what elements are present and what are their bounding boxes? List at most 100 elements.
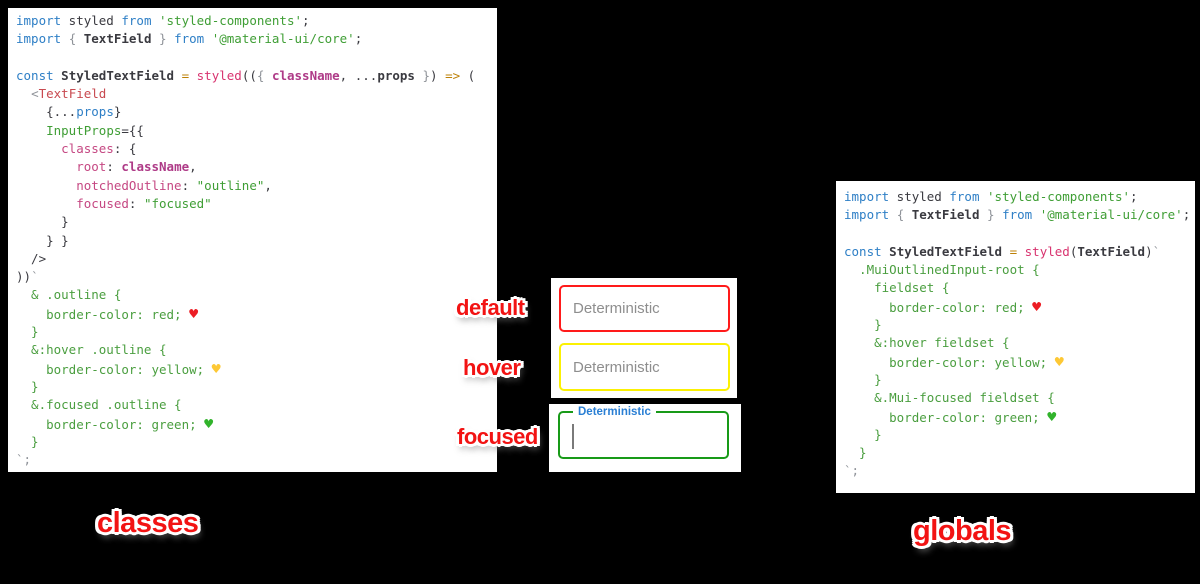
code-token: { bbox=[256, 67, 272, 83]
code-token: border-color: green; bbox=[844, 409, 1048, 425]
code-line: } bbox=[844, 316, 1187, 334]
code-line: } bbox=[16, 213, 489, 231]
textfield-focused-input[interactable] bbox=[560, 413, 727, 457]
code-token: from bbox=[1002, 207, 1033, 223]
code-token: { bbox=[896, 207, 912, 223]
code-line: fieldset { bbox=[844, 279, 1187, 297]
code-line: } bbox=[844, 371, 1187, 389]
code-token: const bbox=[16, 67, 54, 83]
code-token: ; bbox=[302, 13, 310, 28]
code-line: {...props} bbox=[16, 103, 489, 121]
textfield-default-input[interactable] bbox=[561, 287, 728, 330]
code-token: InputProps bbox=[46, 122, 122, 138]
code-token: TextField bbox=[83, 31, 152, 47]
code-line: root: className, bbox=[16, 158, 489, 176]
code-line: InputProps={{ bbox=[16, 122, 489, 140]
code-token bbox=[16, 86, 31, 101]
code-token: from bbox=[174, 31, 205, 47]
heart-green-icon: ♥ bbox=[204, 414, 214, 433]
code-token: StyledTextField bbox=[61, 67, 175, 83]
code-token: } bbox=[844, 445, 867, 461]
code-token: {... bbox=[16, 104, 77, 120]
code-token: } bbox=[844, 371, 882, 387]
code-token: focused bbox=[76, 195, 129, 211]
textfield-focused[interactable]: Deterministic bbox=[558, 405, 729, 459]
code-token: } bbox=[113, 104, 122, 120]
code-line: classes: { bbox=[16, 140, 489, 158]
code-line: import styled from 'styled-components'; bbox=[844, 188, 1187, 206]
code-line bbox=[16, 49, 489, 67]
code-token: border-color: red; bbox=[844, 299, 1033, 315]
code-token bbox=[1017, 244, 1025, 259]
code-token: 'styled-components' bbox=[159, 13, 303, 28]
caption-classes: classes bbox=[97, 507, 199, 539]
code-token: : bbox=[181, 177, 197, 193]
code-token: } bbox=[16, 214, 69, 230]
code-token: 'styled-components' bbox=[987, 189, 1131, 204]
code-token: .MuiOutlinedInput-root { bbox=[844, 262, 1040, 278]
code-token: } bbox=[16, 378, 39, 394]
code-token: , bbox=[264, 177, 272, 193]
code-line: } } bbox=[16, 232, 489, 250]
code-line: border-color: green; ♥ bbox=[844, 408, 1187, 426]
code-token bbox=[16, 178, 76, 193]
code-token: '@material-ui/core' bbox=[1039, 207, 1183, 223]
code-token: ; bbox=[354, 31, 363, 47]
textfield-default[interactable] bbox=[559, 285, 730, 332]
code-token: const bbox=[844, 243, 882, 259]
heart-yellow-icon: ♥ bbox=[1054, 352, 1064, 371]
code-token: , ... bbox=[339, 67, 378, 83]
code-line: &.Mui-focused fieldset { bbox=[844, 389, 1187, 407]
code-line: } bbox=[16, 433, 489, 451]
code-token: &:hover .outline { bbox=[16, 342, 167, 358]
code-line: border-color: red; ♥ bbox=[844, 298, 1187, 316]
code-token bbox=[61, 31, 69, 46]
code-token: { bbox=[68, 31, 84, 47]
code-panel-globals: import styled from 'styled-components';i… bbox=[836, 181, 1195, 493]
code-token bbox=[204, 31, 212, 46]
code-line: const StyledTextField = styled(TextField… bbox=[844, 243, 1187, 261]
code-token: /> bbox=[16, 250, 47, 266]
code-token: styled bbox=[61, 13, 122, 28]
code-token: '@material-ui/core' bbox=[211, 31, 355, 47]
code-token: styled bbox=[1024, 243, 1070, 259]
code-token: < bbox=[31, 86, 39, 102]
code-token: TextField bbox=[38, 86, 107, 102]
code-line: &:hover fieldset { bbox=[844, 334, 1187, 352]
code-token: border-color: green; bbox=[16, 416, 205, 432]
code-line: /> bbox=[16, 250, 489, 268]
code-token bbox=[167, 31, 175, 46]
code-token bbox=[16, 141, 61, 156]
code-token: ; bbox=[1182, 207, 1191, 223]
code-token: } bbox=[414, 67, 431, 83]
code-token: styled bbox=[196, 67, 242, 83]
code-line: `; bbox=[16, 451, 489, 469]
code-token bbox=[174, 68, 182, 83]
heart-yellow-icon: ♥ bbox=[211, 359, 221, 378]
code-token: from bbox=[121, 13, 152, 28]
textfield-demo-card-top bbox=[551, 278, 737, 398]
code-token bbox=[151, 13, 159, 28]
state-label-focused: focused bbox=[457, 424, 538, 449]
code-token: notchedOutline bbox=[76, 177, 182, 193]
code-line: } bbox=[844, 444, 1187, 462]
code-token: props bbox=[377, 67, 415, 83]
code-token: } } bbox=[16, 232, 69, 248]
textfield-demo-card-bottom: Deterministic bbox=[549, 404, 741, 472]
code-line: <TextField bbox=[16, 85, 489, 103]
code-line: border-color: green; ♥ bbox=[16, 415, 489, 433]
code-token bbox=[1032, 207, 1040, 222]
textfield-hover-input[interactable] bbox=[561, 345, 728, 389]
code-token: import bbox=[16, 31, 62, 47]
code-token: } bbox=[16, 324, 39, 340]
code-token: ={{ bbox=[121, 122, 144, 138]
code-line: import { TextField } from '@material-ui/… bbox=[844, 206, 1190, 224]
code-token: styled bbox=[889, 189, 950, 204]
code-token: (( bbox=[241, 67, 257, 83]
code-line: } bbox=[844, 426, 1187, 444]
code-token: } bbox=[844, 317, 882, 333]
code-token: ` bbox=[31, 269, 39, 285]
textfield-hover[interactable] bbox=[559, 343, 730, 391]
code-token bbox=[889, 207, 897, 222]
code-line: import styled from 'styled-components'; bbox=[16, 12, 489, 30]
